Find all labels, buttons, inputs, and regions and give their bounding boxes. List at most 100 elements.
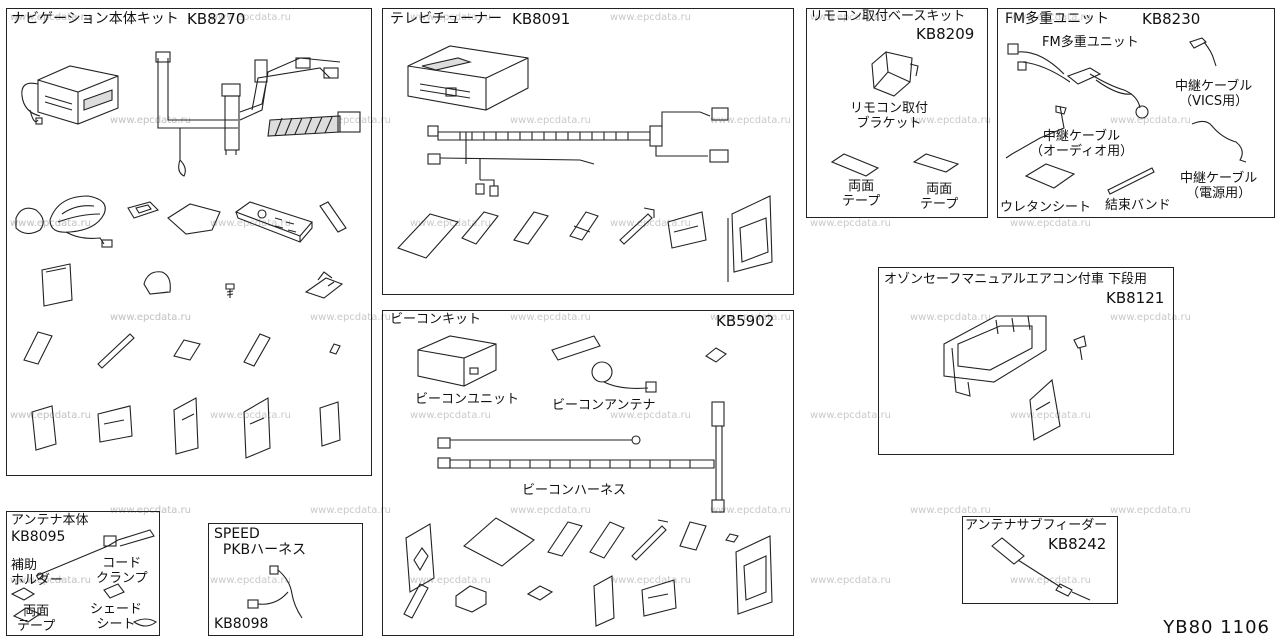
pad-sheet-icon <box>167 203 221 235</box>
spacer-icon <box>127 201 160 219</box>
kit-box-speed-pkb <box>208 523 363 636</box>
manual-case-icon <box>727 195 773 282</box>
watermark-text: www.epcdata.ru <box>610 410 691 421</box>
watermark-text: www.epcdata.ru <box>310 505 391 516</box>
part-label: ビーコンユニット <box>415 392 520 407</box>
tape-strip-icon <box>461 211 499 245</box>
remote-bracket-icon <box>871 51 919 97</box>
watermark-text: www.epcdata.ru <box>910 115 991 126</box>
fm-unit-icon <box>1007 43 1149 119</box>
cap-icon <box>143 271 171 295</box>
connector-clip-icon <box>455 585 487 613</box>
holder-icon <box>10 587 36 601</box>
manual-icon <box>319 401 341 447</box>
tape-strip-icon <box>173 339 201 361</box>
label-sheet-icon <box>667 211 707 249</box>
watermark-text: www.epcdata.ru <box>110 505 191 516</box>
label-sheet-icon <box>641 579 677 617</box>
part-label: ビーコンハーネス <box>522 483 627 498</box>
watermark-text: www.epcdata.ru <box>910 312 991 323</box>
watermark-text: www.epcdata.ru <box>710 505 791 516</box>
watermark-text: www.epcdata.ru <box>810 218 891 229</box>
watermark-text: www.epcdata.ru <box>510 312 591 323</box>
watermark-text: www.epcdata.ru <box>1110 505 1191 516</box>
watermark-text: www.epcdata.ru <box>410 12 491 23</box>
sub-feeder-icon <box>991 537 1091 601</box>
aircon-panel-icon <box>943 315 1047 397</box>
label-sheet-icon <box>97 405 133 443</box>
cable-tie-icon <box>1107 167 1155 195</box>
part-label: ビーコンアンテナ <box>552 398 656 413</box>
kit-title: テレビチューナー <box>390 11 502 27</box>
part-label: FM多重ユニット <box>1042 35 1139 50</box>
tape-strip-icon <box>589 521 625 559</box>
part-label: 両面 テープ <box>920 182 959 212</box>
manual-icon <box>243 397 271 459</box>
kit-title: リモコン取付ベースキット <box>810 9 966 24</box>
double-sided-tape-icon <box>912 153 960 173</box>
cable-tie-icon <box>97 333 135 369</box>
small-tag-icon <box>329 343 341 355</box>
kit-box-fm-unit <box>997 8 1275 218</box>
power-cable-icon <box>1191 120 1247 163</box>
kit-box-antenna-body <box>6 511 160 636</box>
tape-strip-icon <box>513 211 549 245</box>
pkb-harness-icon <box>247 565 303 619</box>
kit-box-tv-tuner <box>382 8 794 295</box>
watermark-text: www.epcdata.ru <box>110 312 191 323</box>
kit-code: KB8230 <box>1142 10 1201 28</box>
watermark-text: www.epcdata.ru <box>110 115 191 126</box>
watermark-text: www.epcdata.ru <box>910 505 991 516</box>
part-label: 中継ケーブル （VICS用） <box>1175 79 1253 109</box>
watermark-text: www.epcdata.ru <box>610 218 691 229</box>
navigation-harness-icon <box>155 51 361 177</box>
diagram-code: YB80 1106 <box>1163 617 1270 638</box>
watermark-text: www.epcdata.ru <box>710 312 791 323</box>
kit-title: ビーコンキット <box>390 312 482 327</box>
watermark-text: www.epcdata.ru <box>210 218 291 229</box>
kit-box-antenna-sub-feeder <box>962 516 1118 604</box>
small-pad-icon <box>526 585 554 601</box>
part-label: ウレタンシート <box>1000 200 1092 215</box>
antenna-body-icon <box>35 529 155 580</box>
bracket-icon <box>304 271 344 299</box>
tape-strip-icon <box>547 521 583 557</box>
tv-tuner-unit-icon <box>407 45 529 111</box>
tape-strip-icon <box>243 333 271 367</box>
kit-title: SPEED PKBハーネス <box>214 526 307 559</box>
kit-code: KB8095 <box>11 529 66 545</box>
tape-strip-icon <box>569 211 599 241</box>
watermark-text: www.epcdata.ru <box>210 575 291 586</box>
manual-icon <box>31 405 57 451</box>
watermark-text: www.epcdata.ru <box>110 505 191 516</box>
watermark-text: www.epcdata.ru <box>10 12 91 23</box>
tape-strip-icon <box>403 583 429 619</box>
kit-code: KB8270 <box>187 10 246 28</box>
watermark-text: www.epcdata.ru <box>1110 312 1191 323</box>
vics-cable-icon <box>1189 37 1217 67</box>
sticker-icon <box>405 523 435 593</box>
part-label: 結束バンド <box>1105 198 1171 213</box>
beacon-clip-icon <box>705 347 727 363</box>
watermark-text: www.epcdata.ru <box>110 115 191 126</box>
cable-tie-icon <box>619 207 655 245</box>
beacon-harness-icon <box>437 401 725 513</box>
tape-strip-icon <box>23 331 53 365</box>
watermark-text: www.epcdata.ru <box>310 312 391 323</box>
manual-icon <box>397 213 459 259</box>
watermark-text: www.epcdata.ru <box>410 410 491 421</box>
screw-icon <box>225 283 235 298</box>
kit-box-ozone-safe <box>878 267 1174 455</box>
shade-sheet-icon <box>132 618 157 627</box>
kit-code: KB8121 <box>1106 289 1165 307</box>
part-label: 中継ケーブル （電源用） <box>1180 171 1258 201</box>
tape-strip-icon <box>319 201 347 233</box>
part-label: コード クランプ <box>96 556 148 586</box>
urethane-sheet-icon <box>1024 163 1076 189</box>
watermark-text: www.epcdata.ru <box>810 575 891 586</box>
manual-icon <box>41 263 73 307</box>
tv-tuner-harness-icon <box>427 107 729 197</box>
kit-box-beacon <box>382 310 794 636</box>
watermark-text: www.epcdata.ru <box>10 575 91 586</box>
manual-icon <box>463 517 535 567</box>
